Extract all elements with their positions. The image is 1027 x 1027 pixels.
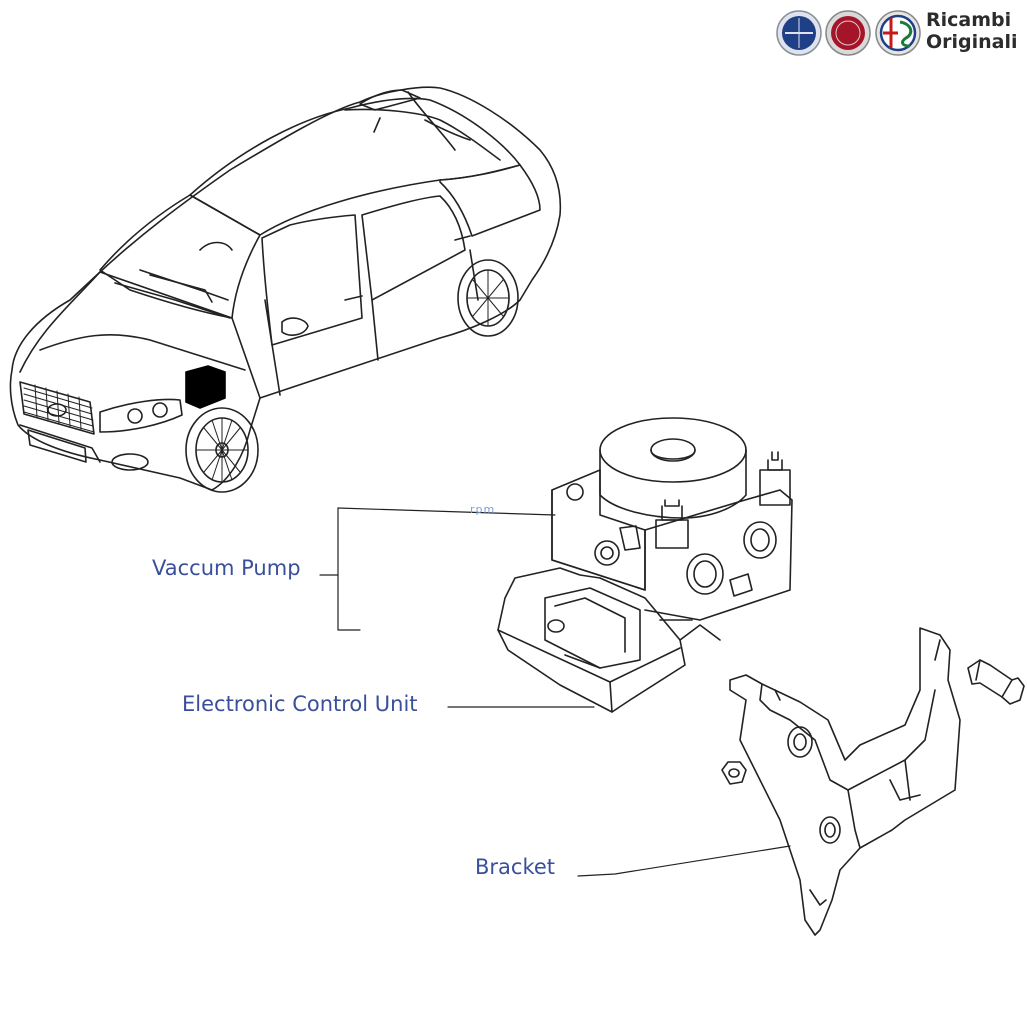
car-illustration bbox=[9, 86, 562, 493]
watermark: rpm bbox=[470, 503, 496, 516]
leader-lines bbox=[319, 507, 791, 877]
alfa-romeo-logo bbox=[875, 10, 921, 56]
callout-vaccum-pump: Vaccum Pump bbox=[152, 556, 301, 580]
bolt-icon bbox=[967, 659, 1025, 705]
abs-highlight bbox=[185, 365, 226, 409]
brand-line-1: Ricambi bbox=[926, 9, 1012, 31]
bracket-illustration bbox=[729, 627, 961, 936]
brand-logos bbox=[776, 10, 921, 56]
fiat-logo bbox=[825, 10, 871, 56]
brand-line-2: Originali bbox=[926, 31, 1018, 53]
nut-icon bbox=[721, 761, 747, 785]
callout-electronic-control-unit: Electronic Control Unit bbox=[182, 692, 418, 716]
callout-bracket: Bracket bbox=[475, 855, 556, 879]
abs-unit-illustration bbox=[497, 417, 793, 713]
lancia-logo bbox=[776, 10, 822, 56]
brand-wordmark: Ricambi Originali bbox=[926, 9, 1018, 53]
